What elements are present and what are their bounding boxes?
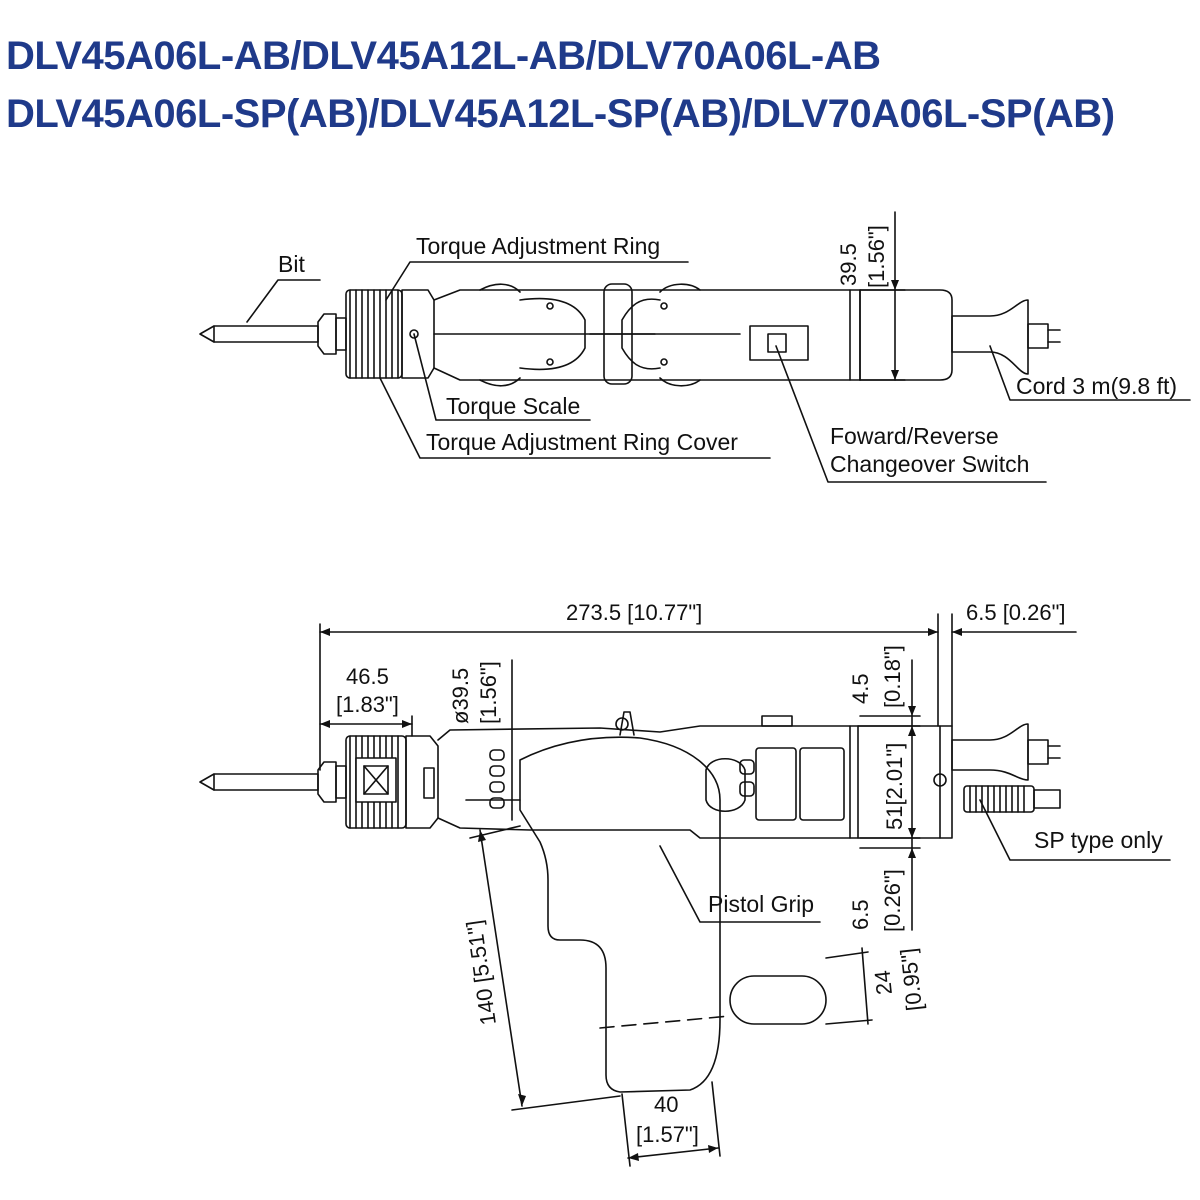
dim-grip-width-in: [1.57"]: [636, 1122, 699, 1147]
side-view-text: 273.5 [10.77"] 6.5 [0.26"] 46.5 [1.83"] …: [336, 600, 1163, 1147]
dim-grip-thk-in: [0.95"]: [896, 947, 927, 1012]
grip-section-shape: [729, 975, 827, 1025]
top-view-leaders: [246, 261, 1191, 483]
label-switch-line2: Changeover Switch: [830, 451, 1029, 477]
label-bit: Bit: [278, 251, 305, 277]
cord-boot-shape: [951, 299, 1029, 375]
dim-front-mm: 46.5: [346, 664, 389, 689]
pistol-grip-shape: [519, 736, 721, 1093]
dim-grip-width-mm: 40: [654, 1092, 678, 1117]
dim-top-height-in: [1.56"]: [864, 225, 889, 288]
dim-body-height: 51[2.01"]: [882, 743, 907, 830]
chuck-shape: [317, 313, 337, 355]
body-shape: [433, 283, 953, 387]
top-height-dim: [859, 211, 906, 381]
dim-top-height-mm: 39.5: [836, 243, 861, 286]
side-view-screwdriver: [199, 711, 1061, 1093]
dim-top-in: [0.18"]: [880, 645, 905, 708]
side-dimension-lines: [319, 613, 1077, 1167]
dim-dia-mm: ø39.5: [448, 668, 473, 724]
side-body-shape: [437, 725, 941, 839]
label-cord: Cord 3 m(9.8 ft): [1016, 373, 1177, 399]
dim-bottom-in: [0.26"]: [880, 869, 905, 932]
dim-overall: 273.5 [10.77"]: [566, 600, 702, 625]
title-line-2: DLV45A06L-SP(AB)/DLV45A12L-SP(AB)/DLV70A…: [6, 92, 1115, 136]
label-switch-line1: Foward/Reverse: [830, 423, 999, 449]
dim-dia-in: [1.56"]: [476, 661, 501, 724]
dim-bottom-mm: 6.5: [848, 899, 873, 930]
side-view-leaders: [659, 799, 1171, 923]
dim-grip-length: 140 [5.51"]: [461, 919, 500, 1027]
bit-shape: [199, 325, 319, 343]
title-line-1: DLV45A06L-AB/DLV45A12L-AB/DLV70A06L-AB: [6, 34, 881, 78]
dim-top-mm: 4.5: [848, 673, 873, 704]
dim-rear: 6.5 [0.26"]: [966, 600, 1066, 625]
top-view-text: Bit Torque Adjustment Ring Torque Scale …: [278, 225, 1177, 477]
torque-ring-shape: [345, 289, 403, 379]
dim-grip-thk-mm: 24: [870, 969, 897, 996]
label-ring-cover: Torque Adjustment Ring Cover: [426, 429, 738, 455]
label-torque-ring: Torque Adjustment Ring: [416, 233, 660, 259]
label-sp-type: SP type only: [1034, 827, 1163, 853]
label-pistol-grip: Pistol Grip: [708, 891, 814, 917]
top-view-screwdriver: [199, 283, 1061, 387]
label-torque-scale: Torque Scale: [446, 393, 580, 419]
dim-front-in: [1.83"]: [336, 692, 399, 717]
